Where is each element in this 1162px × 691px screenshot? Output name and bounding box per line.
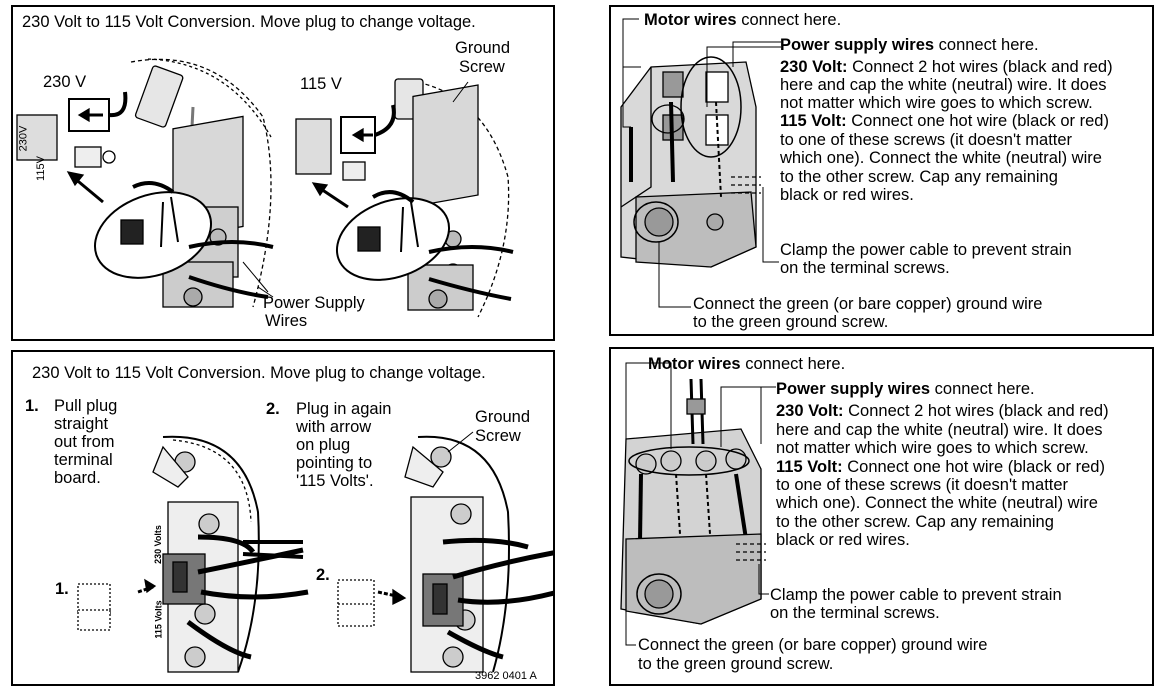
power-supply-note: Power supply wires connect here.	[780, 36, 1039, 54]
ground-screw-label-line1: Ground	[475, 408, 531, 426]
step1-number: 1.	[25, 397, 39, 415]
board-label-230: 230 Volts	[152, 525, 163, 564]
panel-title: 230 Volt to 115 Volt Conversion. Move pl…	[32, 364, 486, 382]
step2-line4: pointing to	[296, 454, 373, 472]
ground-line2: to the green ground screw.	[693, 313, 889, 331]
step2-number: 2.	[266, 400, 280, 418]
ground-screw-label-line2: Screw	[459, 58, 505, 76]
panel-title: 230 Volt to 115 Volt Conversion. Move pl…	[22, 13, 476, 31]
conversion-steps-illustration	[77, 431, 553, 673]
step2-marker: 2.	[316, 566, 330, 584]
panel-wiring-instructions-b: Motor wires connect here. Power supply w…	[609, 347, 1154, 686]
step2-line5: '115 Volts'.	[296, 472, 374, 490]
step2-line3: on plug	[296, 436, 351, 454]
motor-wires-note: Motor wires connect here.	[648, 355, 846, 373]
pressure-switch-top-illustration	[620, 362, 776, 646]
switch-body	[620, 378, 766, 625]
pressure-switch-illustration	[620, 18, 781, 308]
v115-line3: which one). Connect the white (neutral) …	[780, 149, 1102, 167]
v115-line2: to one of these screws (it doesn't matte…	[776, 476, 1069, 494]
step2-line1: Plug in again	[296, 400, 392, 418]
power-supply-label-line2: Wires	[265, 312, 308, 330]
ground-line2: to the green ground screw.	[638, 655, 834, 673]
step1-marker: 1.	[55, 580, 69, 598]
power-supply-note: Power supply wires connect here.	[776, 380, 1035, 398]
ground-screw-label-line2: Screw	[475, 427, 521, 445]
conversion-closeup-illustration	[16, 58, 514, 318]
board-label-115: 115 Volts	[153, 600, 164, 639]
step2-line2: with arrow	[296, 418, 372, 436]
v115-line3: which one). Connect the white (neutral) …	[776, 494, 1098, 512]
v115-line5: black or red wires.	[780, 186, 914, 204]
v230-line3: not matter which wire goes to which scre…	[780, 94, 1093, 112]
step2-board	[337, 435, 553, 673]
callout-lines	[622, 18, 781, 308]
v115-line4: to the other screw. Cap any remaining	[776, 513, 1054, 531]
clamp-line1: Clamp the power cable to prevent strain	[780, 241, 1072, 259]
v230-line2: here and cap the white (neutral) wire. I…	[780, 76, 1107, 94]
v230-line2: here and cap the white (neutral) wire. I…	[776, 421, 1103, 439]
ground-leader	[447, 431, 474, 453]
step1-board	[77, 435, 309, 673]
step1-line5: board.	[54, 469, 101, 487]
figure-code: 3962 0401 A	[475, 670, 537, 682]
power-supply-label-line1: Power Supply	[263, 294, 365, 312]
ground-line1: Connect the green (or bare copper) groun…	[693, 295, 1043, 313]
leader-lines	[242, 81, 469, 298]
motor-wires-note: Motor wires connect here.	[644, 11, 842, 29]
step1-line1: Pull plug	[54, 397, 118, 415]
plug-label-230: 230V	[17, 125, 30, 152]
v115-line5: black or red wires.	[776, 531, 910, 549]
left-assembly-230v	[16, 58, 274, 308]
plug-label-115: 115V	[34, 156, 47, 181]
panel-wiring-instructions-a: Motor wires connect here. Power supply w…	[609, 5, 1154, 336]
clamp-line1: Clamp the power cable to prevent strain	[770, 586, 1062, 604]
v230-line3: not matter which wire goes to which scre…	[776, 439, 1089, 457]
label-115v: 115 V	[300, 75, 342, 93]
label-230v: 230 V	[43, 73, 87, 91]
step1-line2: straight	[54, 415, 109, 433]
panel-conversion-steps: 230 Volt to 115 Volt Conversion. Move pl…	[11, 350, 555, 686]
ground-screw-label-line1: Ground	[455, 39, 511, 57]
callout-lines	[625, 362, 776, 646]
v115-line1: 115 Volt: Connect one hot wire (black or…	[776, 458, 1105, 476]
v230-line1: 230 Volt: Connect 2 hot wires (black and…	[780, 58, 1113, 76]
v115-line2: to one of these screws (it doesn't matte…	[780, 131, 1073, 149]
step1-line4: terminal	[54, 451, 113, 469]
v115-line1: 115 Volt: Connect one hot wire (black or…	[780, 112, 1109, 130]
clamp-line2: on the terminal screws.	[770, 604, 940, 622]
right-assembly-115v	[295, 78, 514, 318]
ground-line1: Connect the green (or bare copper) groun…	[638, 636, 988, 654]
panel-conversion-closeup: 230 Volt to 115 Volt Conversion. Move pl…	[11, 5, 555, 341]
v230-line1: 230 Volt: Connect 2 hot wires (black and…	[776, 402, 1109, 420]
clamp-line2: on the terminal screws.	[780, 259, 950, 277]
v115-line4: to the other screw. Cap any remaining	[780, 168, 1058, 186]
step1-line3: out from	[54, 433, 115, 451]
switch-body	[620, 56, 761, 268]
